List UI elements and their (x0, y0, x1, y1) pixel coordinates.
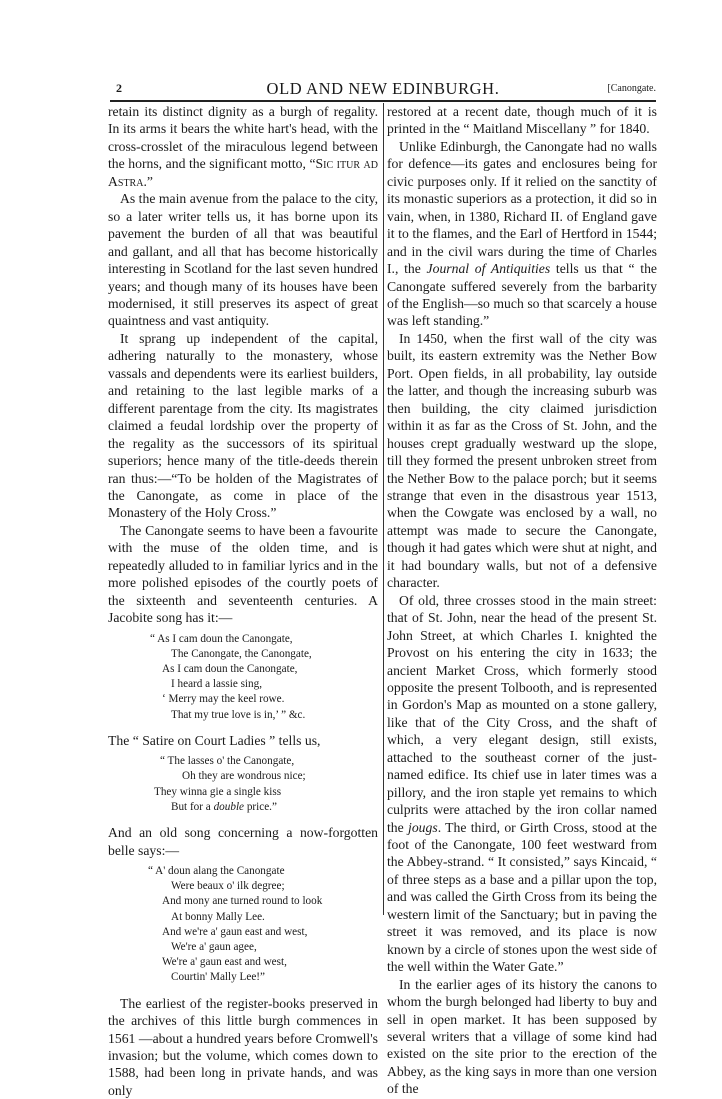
verse-line: ‘ Merry may the keel rowe. (162, 693, 285, 706)
paragraph: In the earlier ages of its history the c… (387, 976, 657, 1097)
paragraph-text: tells us that “ the Canongate suffered s… (387, 261, 658, 329)
emphasis: jougs (408, 819, 438, 835)
column-divider (383, 103, 384, 915)
verse-line: But for a double price.” (108, 800, 378, 815)
paragraph: The “ Satire on Court Ladies ” tells us, (108, 732, 321, 748)
right-column: restored at a recent date, though much o… (387, 103, 657, 1098)
paragraph: As the main avenue from the palace to th… (108, 191, 378, 329)
verse-line: That my true love is in,’ ” &c. (171, 708, 306, 721)
verse-line: I heard a lassie sing, (171, 678, 263, 691)
journal-title: Journal of Antiquities (426, 261, 551, 277)
paragraph: In 1450, when the first wall of the city… (387, 330, 657, 591)
emphasis: double (213, 800, 245, 813)
paragraph: retain its distinct dignity as a burgh o… (108, 103, 378, 190)
page-number: 2 (116, 81, 122, 95)
paragraph: And an old song concerning a now-forgott… (108, 825, 378, 858)
running-title: OLD AND NEW EDINBURGH. (266, 79, 500, 98)
paragraph: It sprang up independent of the capital,… (108, 330, 378, 521)
running-head: 2 OLD AND NEW EDINBURGH. [Canongate. (110, 79, 656, 98)
paragraph: restored at a recent date, though much o… (387, 104, 657, 137)
section-label: [Canongate. (607, 83, 656, 94)
paragraph: Of old, three crosses stood in the main … (387, 592, 657, 976)
verse-satire: “ The lasses o' the Canongate, Oh they a… (108, 754, 378, 815)
paragraph-text: retain its distinct dignity as a burgh o… (108, 104, 378, 172)
verse-mally-lee: “ A' doun alang the Canongate Were beaux… (108, 864, 378, 986)
verse-line: And mony ane turned round to look (162, 895, 323, 908)
verse-line: “ As I cam doun the Canongate, (150, 632, 293, 645)
paragraph: Unlike Edinburgh, the Canongate had no w… (387, 138, 657, 330)
verse-line: Were beaux o' ilk degree; (171, 880, 285, 893)
paragraph: The Canongate seems to have been a favou… (108, 522, 378, 626)
book-page: 2 OLD AND NEW EDINBURGH. [Canongate. ret… (108, 79, 657, 1098)
verse-jacobite-song: “ As I cam doun the Canongate, The Canon… (108, 632, 378, 723)
verse-line: The Canongate, the Canongate, (171, 647, 312, 660)
verse-line: They winna gie a single kiss (154, 785, 282, 798)
paragraph-text: Of old, three crosses stood in the main … (387, 592, 657, 835)
verse-line: “ A' doun alang the Canongate (148, 864, 285, 877)
header-rule (110, 100, 656, 102)
paragraph: The earliest of the register-books prese… (108, 995, 378, 1098)
verse-line: We're a' gaun east and west, (162, 956, 287, 969)
verse-text: price.” (244, 800, 277, 813)
paragraph-text: ” (146, 173, 153, 189)
verse-line: As I cam doun the Canongate, (162, 663, 298, 675)
paragraph-text: . The third, or Girth Cross, stood at th… (387, 819, 657, 975)
paragraph-text: Unlike Edinburgh, the Canongate had no w… (387, 138, 657, 277)
left-column: retain its distinct dignity as a burgh o… (108, 103, 378, 1099)
verse-line: We're a' gaun agee, (171, 941, 257, 953)
verse-text: But for a (171, 800, 214, 813)
motto: Sic itur ad Astra. (108, 156, 379, 189)
verse-line: Oh they are wondrous nice; (182, 770, 306, 783)
verse-line: At bonny Mally Lee. (171, 910, 265, 923)
verse-line: And we're a' gaun east and west, (162, 925, 308, 938)
verse-line: Courtin' Mally Lee!” (171, 971, 265, 984)
verse-line: “ The lasses o' the Canongate, (160, 755, 295, 768)
